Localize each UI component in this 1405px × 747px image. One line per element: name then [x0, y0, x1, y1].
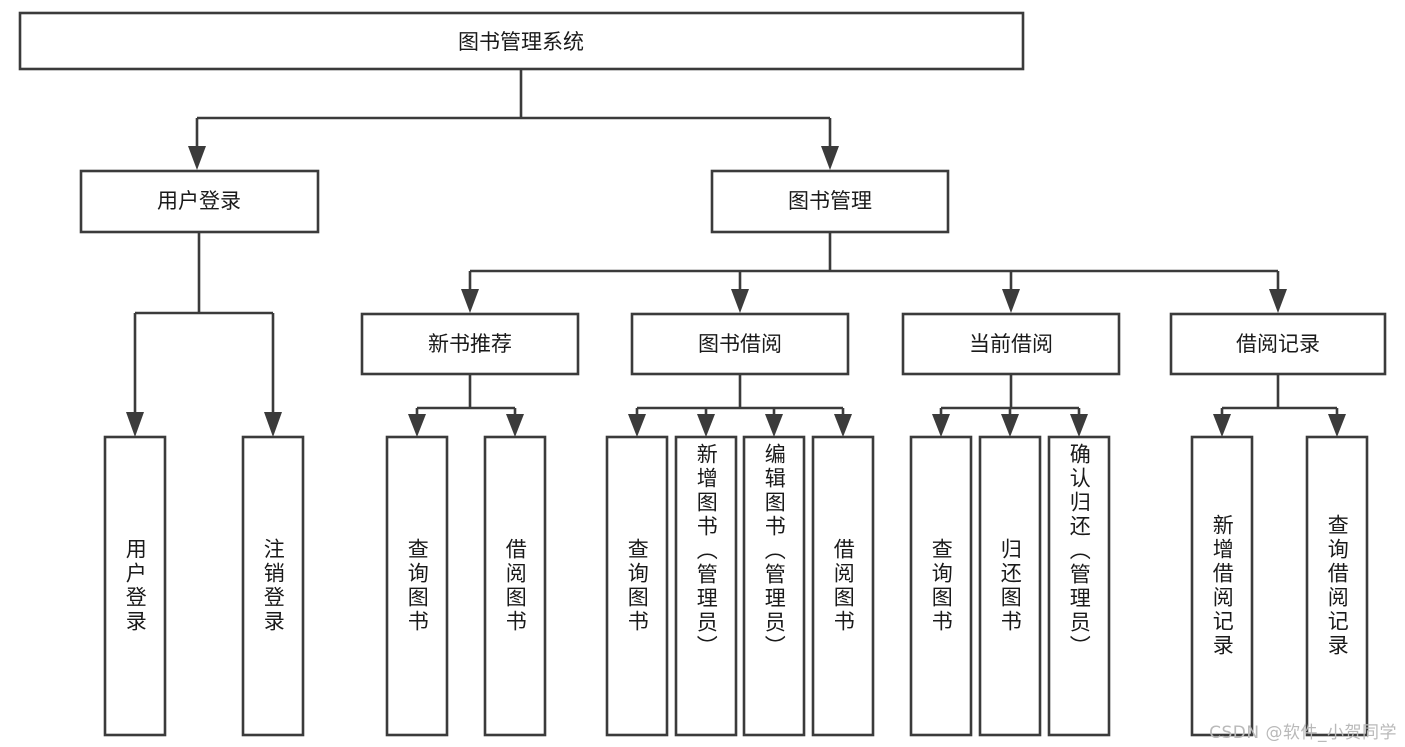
- leaf-user-logout-box[interactable]: [241, 435, 305, 737]
- node-new-book-recommend-label: 新书推荐: [428, 332, 512, 356]
- node-book-management[interactable]: 图书管理: [710, 169, 950, 234]
- connector-new-book-recommend-to-leaves: [408, 374, 524, 437]
- connector-user-login-to-leaves: [126, 232, 282, 437]
- node-borrow-record-box[interactable]: [1169, 312, 1387, 376]
- arrowhead-icon: [628, 414, 646, 437]
- node-book-borrow-box[interactable]: [630, 312, 850, 376]
- arrowhead-icon: [1269, 289, 1287, 313]
- arrowhead-icon: [821, 146, 839, 170]
- leaf-query-record-box[interactable]: [1305, 435, 1369, 737]
- node-user-login-box[interactable]: [79, 169, 320, 234]
- arrowhead-icon: [408, 414, 426, 437]
- arrowhead-icon: [1002, 289, 1020, 313]
- node-book-management-label: 图书管理: [788, 189, 872, 213]
- node-user-login-label: 用户登录: [157, 189, 241, 213]
- arrowhead-icon: [765, 414, 783, 437]
- arrowhead-icon: [932, 414, 950, 437]
- leaf-confirm-return-box[interactable]: [1047, 435, 1111, 737]
- watermark: CSDN @软件_小贺同学: [1209, 723, 1397, 743]
- arrowhead-icon: [506, 414, 524, 437]
- arrowhead-icon: [126, 412, 144, 437]
- arrowhead-icon: [1213, 414, 1231, 437]
- leaf-add-record-box[interactable]: [1190, 435, 1254, 737]
- leaf-borrow-book-1-box[interactable]: [483, 435, 547, 737]
- leaf-query-book-3-box[interactable]: [909, 435, 973, 737]
- node-book-management-box[interactable]: [710, 169, 950, 234]
- connector-root-to-level2: [188, 69, 839, 170]
- arrowhead-icon: [1070, 414, 1088, 437]
- leaf-return-book-box[interactable]: [978, 435, 1042, 737]
- arrowhead-icon: [1328, 414, 1346, 437]
- connector-book-borrow-to-leaves: [628, 374, 852, 437]
- leaf-user-login-box[interactable]: [103, 435, 167, 737]
- connector-borrow-record-to-leaves: [1213, 374, 1346, 437]
- leaf-query-book-1-box[interactable]: [385, 435, 449, 737]
- leaf-add-book-box[interactable]: [674, 435, 738, 737]
- node-root-box[interactable]: [18, 11, 1025, 71]
- leaf-boxes: [103, 435, 1369, 737]
- node-user-login[interactable]: 用户登录: [79, 169, 320, 234]
- node-book-borrow-label: 图书借阅: [698, 332, 782, 356]
- node-book-borrow[interactable]: 图书借阅: [630, 312, 850, 376]
- arrowhead-icon: [731, 289, 749, 313]
- arrowhead-icon: [697, 414, 715, 437]
- arrowhead-icon: [264, 412, 282, 437]
- connector-current-borrow-to-leaves: [932, 374, 1088, 437]
- node-root[interactable]: 图书管理系统: [18, 11, 1025, 71]
- node-borrow-record-label: 借阅记录: [1236, 332, 1320, 356]
- node-current-borrow-box[interactable]: [901, 312, 1121, 376]
- node-current-borrow-label: 当前借阅: [969, 332, 1053, 356]
- connector-book-management-to-level3: [461, 232, 1287, 313]
- node-borrow-record[interactable]: 借阅记录: [1169, 312, 1387, 376]
- arrowhead-icon: [834, 414, 852, 437]
- arrowhead-icon: [1001, 414, 1019, 437]
- leaf-edit-book-box[interactable]: [742, 435, 806, 737]
- node-root-label: 图书管理系统: [458, 30, 584, 54]
- arrowhead-icon: [188, 146, 206, 170]
- node-new-book-recommend[interactable]: 新书推荐: [360, 312, 580, 376]
- leaf-query-book-2-box[interactable]: [605, 435, 669, 737]
- arrowhead-icon: [461, 289, 479, 313]
- node-current-borrow[interactable]: 当前借阅: [901, 312, 1121, 376]
- node-new-book-recommend-box[interactable]: [360, 312, 580, 376]
- leaf-borrow-book-2-box[interactable]: [811, 435, 875, 737]
